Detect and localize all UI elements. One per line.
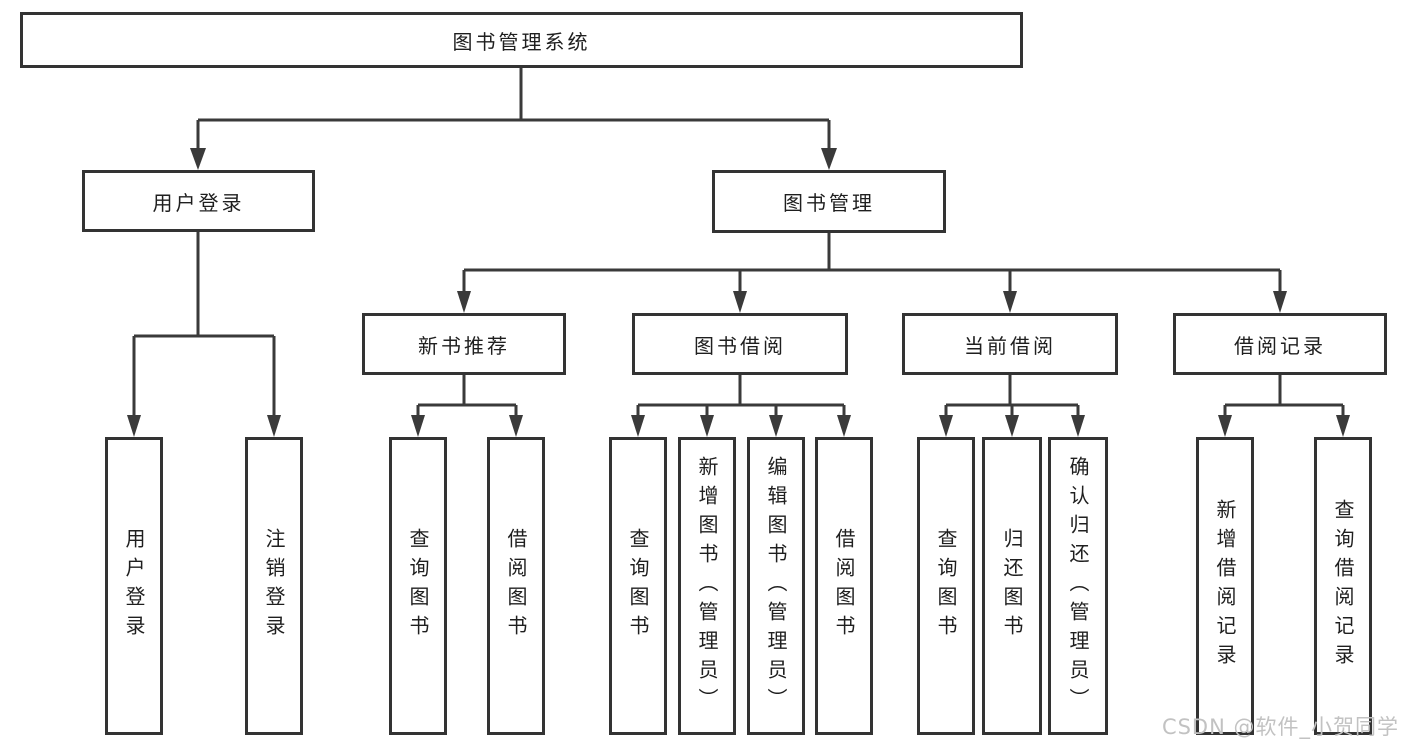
leaf-borrow-books-1-label: 借阅图书: [504, 528, 528, 644]
node-borrow-records: 借阅记录: [1173, 313, 1387, 375]
node-current-borrow: 当前借阅: [902, 313, 1118, 375]
leaf-query-books-2: 查询图书: [609, 437, 667, 735]
leaf-user-login-label: 用户登录: [122, 528, 146, 644]
node-new-book-recommend: 新书推荐: [362, 313, 566, 375]
leaf-query-books-1: 查询图书: [389, 437, 447, 735]
node-book-borrow-label: 图书借阅: [694, 333, 786, 358]
leaf-query-borrow-record: 查询借阅记录: [1314, 437, 1372, 735]
leaf-return-books: 归还图书: [982, 437, 1042, 735]
leaf-query-books-3: 查询图书: [917, 437, 975, 735]
leaf-add-books-admin-label: 新增图书（管理员）: [695, 455, 719, 717]
node-book-management-label: 图书管理: [783, 191, 875, 215]
leaf-borrow-books-2: 借阅图书: [815, 437, 873, 735]
leaf-add-borrow-record-label: 新增借阅记录: [1213, 499, 1237, 673]
node-root: 图书管理系统: [20, 12, 1023, 68]
leaf-edit-books-admin: 编辑图书（管理员）: [747, 437, 805, 735]
node-book-management: 图书管理: [712, 170, 946, 233]
leaf-confirm-return-admin-label: 确认归还（管理员）: [1066, 455, 1090, 717]
leaf-confirm-return-admin: 确认归还（管理员）: [1048, 437, 1108, 735]
node-new-book-recommend-label: 新书推荐: [418, 333, 510, 358]
node-book-borrow: 图书借阅: [632, 313, 848, 375]
leaf-borrow-books-2-label: 借阅图书: [832, 528, 856, 644]
leaf-borrow-books-1: 借阅图书: [487, 437, 545, 735]
node-user-login-label: 用户登录: [152, 190, 245, 215]
node-root-label: 图书管理系统: [452, 29, 591, 54]
leaf-query-books-1-label: 查询图书: [406, 528, 430, 644]
leaf-add-books-admin: 新增图书（管理员）: [678, 437, 736, 735]
leaf-query-books-3-label: 查询图书: [934, 528, 958, 644]
leaf-edit-books-admin-label: 编辑图书（管理员）: [764, 455, 788, 717]
node-borrow-records-label: 借阅记录: [1234, 333, 1326, 358]
node-current-borrow-label: 当前借阅: [964, 333, 1056, 358]
leaf-query-borrow-record-label: 查询借阅记录: [1331, 499, 1355, 673]
watermark: CSDN @软件_小贺同学: [1161, 715, 1399, 739]
leaf-query-books-2-label: 查询图书: [626, 528, 650, 644]
leaf-logout: 注销登录: [245, 437, 303, 735]
leaf-user-login: 用户登录: [105, 437, 163, 735]
leaf-add-borrow-record: 新增借阅记录: [1196, 437, 1254, 735]
leaf-logout-label: 注销登录: [262, 528, 286, 644]
leaf-return-books-label: 归还图书: [1000, 528, 1024, 644]
node-user-login: 用户登录: [82, 170, 315, 232]
